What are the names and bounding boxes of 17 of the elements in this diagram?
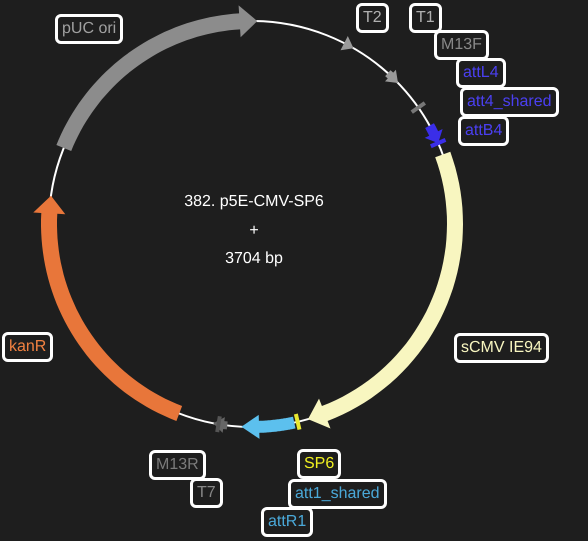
feature-label: sCMV IE94	[454, 333, 549, 363]
feature-label: M13F	[434, 30, 489, 60]
plasmid-caption: +	[248, 222, 260, 240]
feature-label: T7	[190, 478, 223, 508]
feature-label: attL4	[456, 58, 506, 88]
feature-label: M13R	[149, 450, 206, 480]
feature-label: T2	[356, 3, 389, 33]
feature-label: attB4	[458, 116, 510, 146]
feature-label: SP6	[297, 449, 342, 479]
feature-label: T1	[409, 3, 442, 33]
feature-label: att4_shared	[460, 87, 559, 117]
feature-label: att1_shared	[288, 479, 387, 509]
feature-label: kanR	[2, 332, 54, 362]
plasmid-caption: 3704 bp	[224, 250, 284, 268]
feature-label: pUC ori	[55, 14, 124, 44]
plasmid-caption: 382. p5E-CMV-SP6	[183, 193, 325, 211]
feature-label: attR1	[261, 507, 314, 537]
